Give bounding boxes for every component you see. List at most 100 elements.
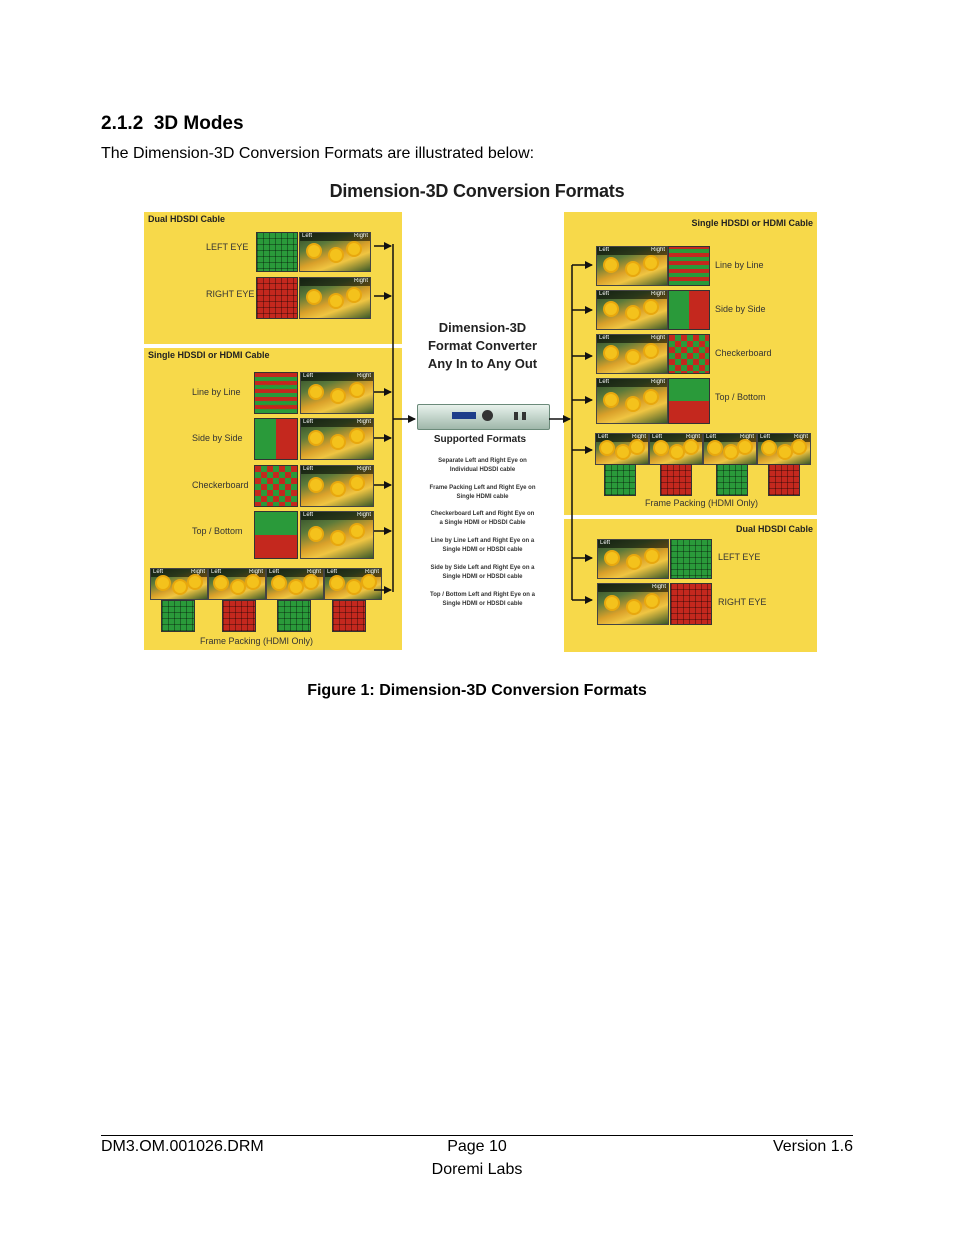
output-dual-panel: Dual HDSDI Cable Left LEFT EYE Right RIG… — [564, 519, 817, 652]
section-title: 3D Modes — [153, 113, 244, 134]
thumbnail-left-label: Left — [303, 512, 314, 518]
input-dual-title: Dual HDSDI Cable — [148, 214, 226, 224]
footer-doc-id: DM3.OM.001026.DRM — [101, 1138, 264, 1155]
checkerboard-pattern — [254, 465, 298, 507]
thumbnail-right-label: Right — [356, 466, 371, 472]
thumbnail-right-label: Right — [739, 434, 754, 440]
dimension-3d-device-image — [417, 404, 550, 430]
output-line-by-line-thumbnail: Left Right — [596, 246, 668, 286]
thumbnail-left-label: Left — [652, 434, 663, 440]
frame-packing-red-grid-1 — [222, 600, 256, 632]
top-bottom-thumbnail: Left Right — [300, 511, 374, 559]
thumbnail-left-label: Left — [153, 569, 164, 575]
output-left-eye-thumbnail: Left — [597, 539, 669, 579]
section-number: 2.1.2 — [101, 113, 144, 134]
thumbnail-right-label: Right — [650, 335, 665, 341]
diagram-title: Dimension-3D Conversion Formats — [329, 181, 625, 201]
footer-page-number: Page 10 — [447, 1138, 507, 1155]
thumbnail-left-label: Left — [269, 569, 280, 575]
converter-title: Dimension-3D Format Converter Any In to … — [415, 319, 550, 373]
thumbnail-left-label: Left — [599, 247, 610, 253]
output-line-by-line-label: Line by Line — [715, 260, 764, 270]
output-checkerboard-pattern — [668, 334, 710, 374]
thumbnail-right-label: Right — [356, 419, 371, 425]
input-single-title: Single HDSDI or HDMI Cable — [148, 350, 270, 360]
thumbnail-left-label: Left — [211, 569, 222, 575]
thumbnail-right-label: Right — [793, 434, 808, 440]
thumbnail-left-label: Left — [598, 434, 609, 440]
thumbnail-right-label: Right — [356, 512, 371, 518]
input-top-bottom-label: Top / Bottom — [192, 526, 243, 536]
thumbnail-right-label: Right — [353, 278, 368, 284]
input-single-panel: Single HDSDI or HDMI Cable Line by Line … — [144, 348, 402, 650]
thumbnail-right-label: Right — [685, 434, 700, 440]
side-by-side-thumbnail: Left Right — [300, 418, 374, 460]
thumbnail-right-label: Right — [651, 584, 666, 590]
output-right-eye-grid — [670, 583, 712, 625]
connector-arrows — [374, 242, 593, 604]
output-top-bottom-thumbnail: Left Right — [596, 378, 668, 424]
section-heading: 2.1.2 3D Modes — [101, 113, 244, 135]
frame-packing-green-grid-1 — [161, 600, 195, 632]
output-right-eye-thumbnail: Right — [597, 583, 669, 625]
left-eye-grid — [256, 232, 298, 272]
thumbnail-right-label: Right — [306, 569, 321, 575]
footer-version: Version 1.6 — [772, 1138, 853, 1155]
output-side-by-side-pattern — [668, 290, 710, 330]
frame-packing-green-grid-2 — [277, 600, 311, 632]
intro-paragraph: The Dimension-3D Conversion Formats are … — [101, 145, 535, 162]
input-side-by-side-label: Side by Side — [192, 433, 243, 443]
output-right-eye-label: RIGHT EYE — [718, 597, 767, 607]
input-left-eye-label: LEFT EYE — [206, 242, 249, 252]
output-checkerboard-thumbnail: Left Right — [596, 334, 668, 374]
output-single-title: Single HDSDI or HDMI Cable — [691, 218, 813, 228]
right-eye-grid — [256, 277, 298, 319]
output-frame-packing-thumbnail-4: Left Right — [757, 433, 811, 465]
output-frame-packing-red-grid-2 — [768, 464, 800, 496]
input-line-by-line-label: Line by Line — [192, 387, 241, 397]
output-frame-packing-label: Frame Packing (HDMI Only) — [645, 498, 759, 508]
thumbnail-left-label: Left — [599, 379, 610, 385]
thumbnail-left-label: Left — [303, 419, 314, 425]
frame-packing-thumbnail-3: Left Right — [266, 568, 324, 600]
thumbnail-left-label: Left — [600, 540, 611, 546]
input-frame-packing-label: Frame Packing (HDMI Only) — [200, 636, 314, 646]
thumbnail-left-label: Left — [599, 291, 610, 297]
output-checkerboard-label: Checkerboard — [715, 348, 772, 358]
frame-packing-red-grid-2 — [332, 600, 366, 632]
thumbnail-right-label: Right — [364, 569, 379, 575]
side-by-side-pattern — [254, 418, 298, 460]
output-frame-packing-green-grid-2 — [716, 464, 748, 496]
figure-caption: Figure 1: Dimension-3D Conversion Format… — [307, 682, 647, 699]
output-dual-title: Dual HDSDI Cable — [735, 524, 813, 534]
thumbnail-right-label: Right — [356, 373, 371, 379]
output-side-by-side-label: Side by Side — [715, 304, 766, 314]
thumbnail-right-label: Right — [650, 247, 665, 253]
thumbnail-left-label: Left — [599, 335, 610, 341]
thumbnail-left-label: Left — [760, 434, 771, 440]
output-top-bottom-label: Top / Bottom — [715, 392, 766, 402]
output-left-eye-label: LEFT EYE — [718, 552, 761, 562]
thumbnail-left-label: Left — [706, 434, 717, 440]
supported-formats-title: Supported Formats — [433, 434, 527, 445]
thumbnail-right-label: Right — [650, 379, 665, 385]
thumbnail-right-label: Right — [631, 434, 646, 440]
output-frame-packing-red-grid-1 — [660, 464, 692, 496]
converter-title-line-3: Any In to Any Out — [427, 356, 538, 371]
right-eye-thumbnail: Right — [299, 277, 371, 319]
converter-title-line-1: Dimension-3D — [438, 320, 527, 335]
footer-company: Doremi Labs — [431, 1161, 523, 1178]
